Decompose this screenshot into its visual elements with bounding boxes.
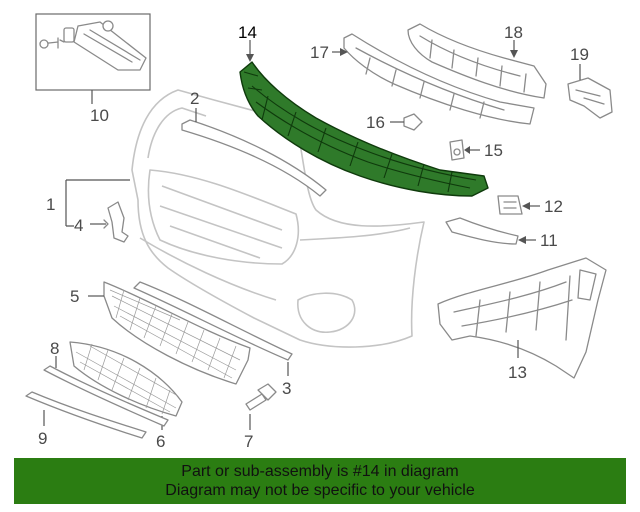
part-8-strip (43, 356, 169, 427)
part-14-absorber-highlighted (239, 40, 489, 197)
part-19-bracket (567, 64, 613, 119)
part-2-trim (181, 108, 327, 197)
part-10-inset (35, 13, 151, 104)
callout-6: 6 (156, 432, 165, 451)
part-15-clip (449, 139, 480, 161)
highlight-banner: Part or sub-assembly is #14 in diagram D… (14, 458, 626, 504)
callout-19: 19 (570, 45, 589, 64)
banner-line-1: Part or sub-assembly is #14 in diagram (181, 463, 459, 480)
callout-10: 10 (90, 106, 109, 125)
callout-3: 3 (282, 379, 291, 398)
callout-17: 17 (310, 43, 329, 62)
part-1-leader (65, 179, 130, 227)
part-6-grille-insert (69, 341, 183, 430)
part-9-strip (25, 391, 147, 439)
part-17-absorber (332, 33, 535, 125)
part-18-reinforcement (407, 23, 547, 99)
part-11-trim (445, 217, 536, 245)
callout-14: 14 (238, 23, 257, 42)
callout-13: 13 (508, 363, 527, 382)
callout-8: 8 (50, 339, 59, 358)
callout-18: 18 (504, 23, 523, 42)
callout-11: 11 (540, 231, 558, 250)
callout-16: 16 (366, 113, 385, 132)
callout-9: 9 (38, 429, 47, 448)
part-4-bracket (90, 201, 129, 243)
banner-line-2: Diagram may not be specific to your vehi… (165, 482, 475, 499)
callout-1: 1 (46, 195, 55, 214)
callout-4: 4 (74, 216, 83, 235)
part-12-bracket (497, 195, 540, 215)
callout-2: 2 (190, 89, 199, 108)
part-16-screw (390, 113, 423, 131)
callout-12: 12 (544, 197, 563, 216)
callout-7: 7 (244, 432, 253, 451)
part-3-trim (133, 281, 293, 376)
callout-5: 5 (70, 287, 79, 306)
part-7-bolt (245, 383, 277, 430)
part-13-side-bracket (437, 257, 607, 379)
callout-15: 15 (484, 141, 503, 160)
part-5-grille (88, 281, 251, 385)
